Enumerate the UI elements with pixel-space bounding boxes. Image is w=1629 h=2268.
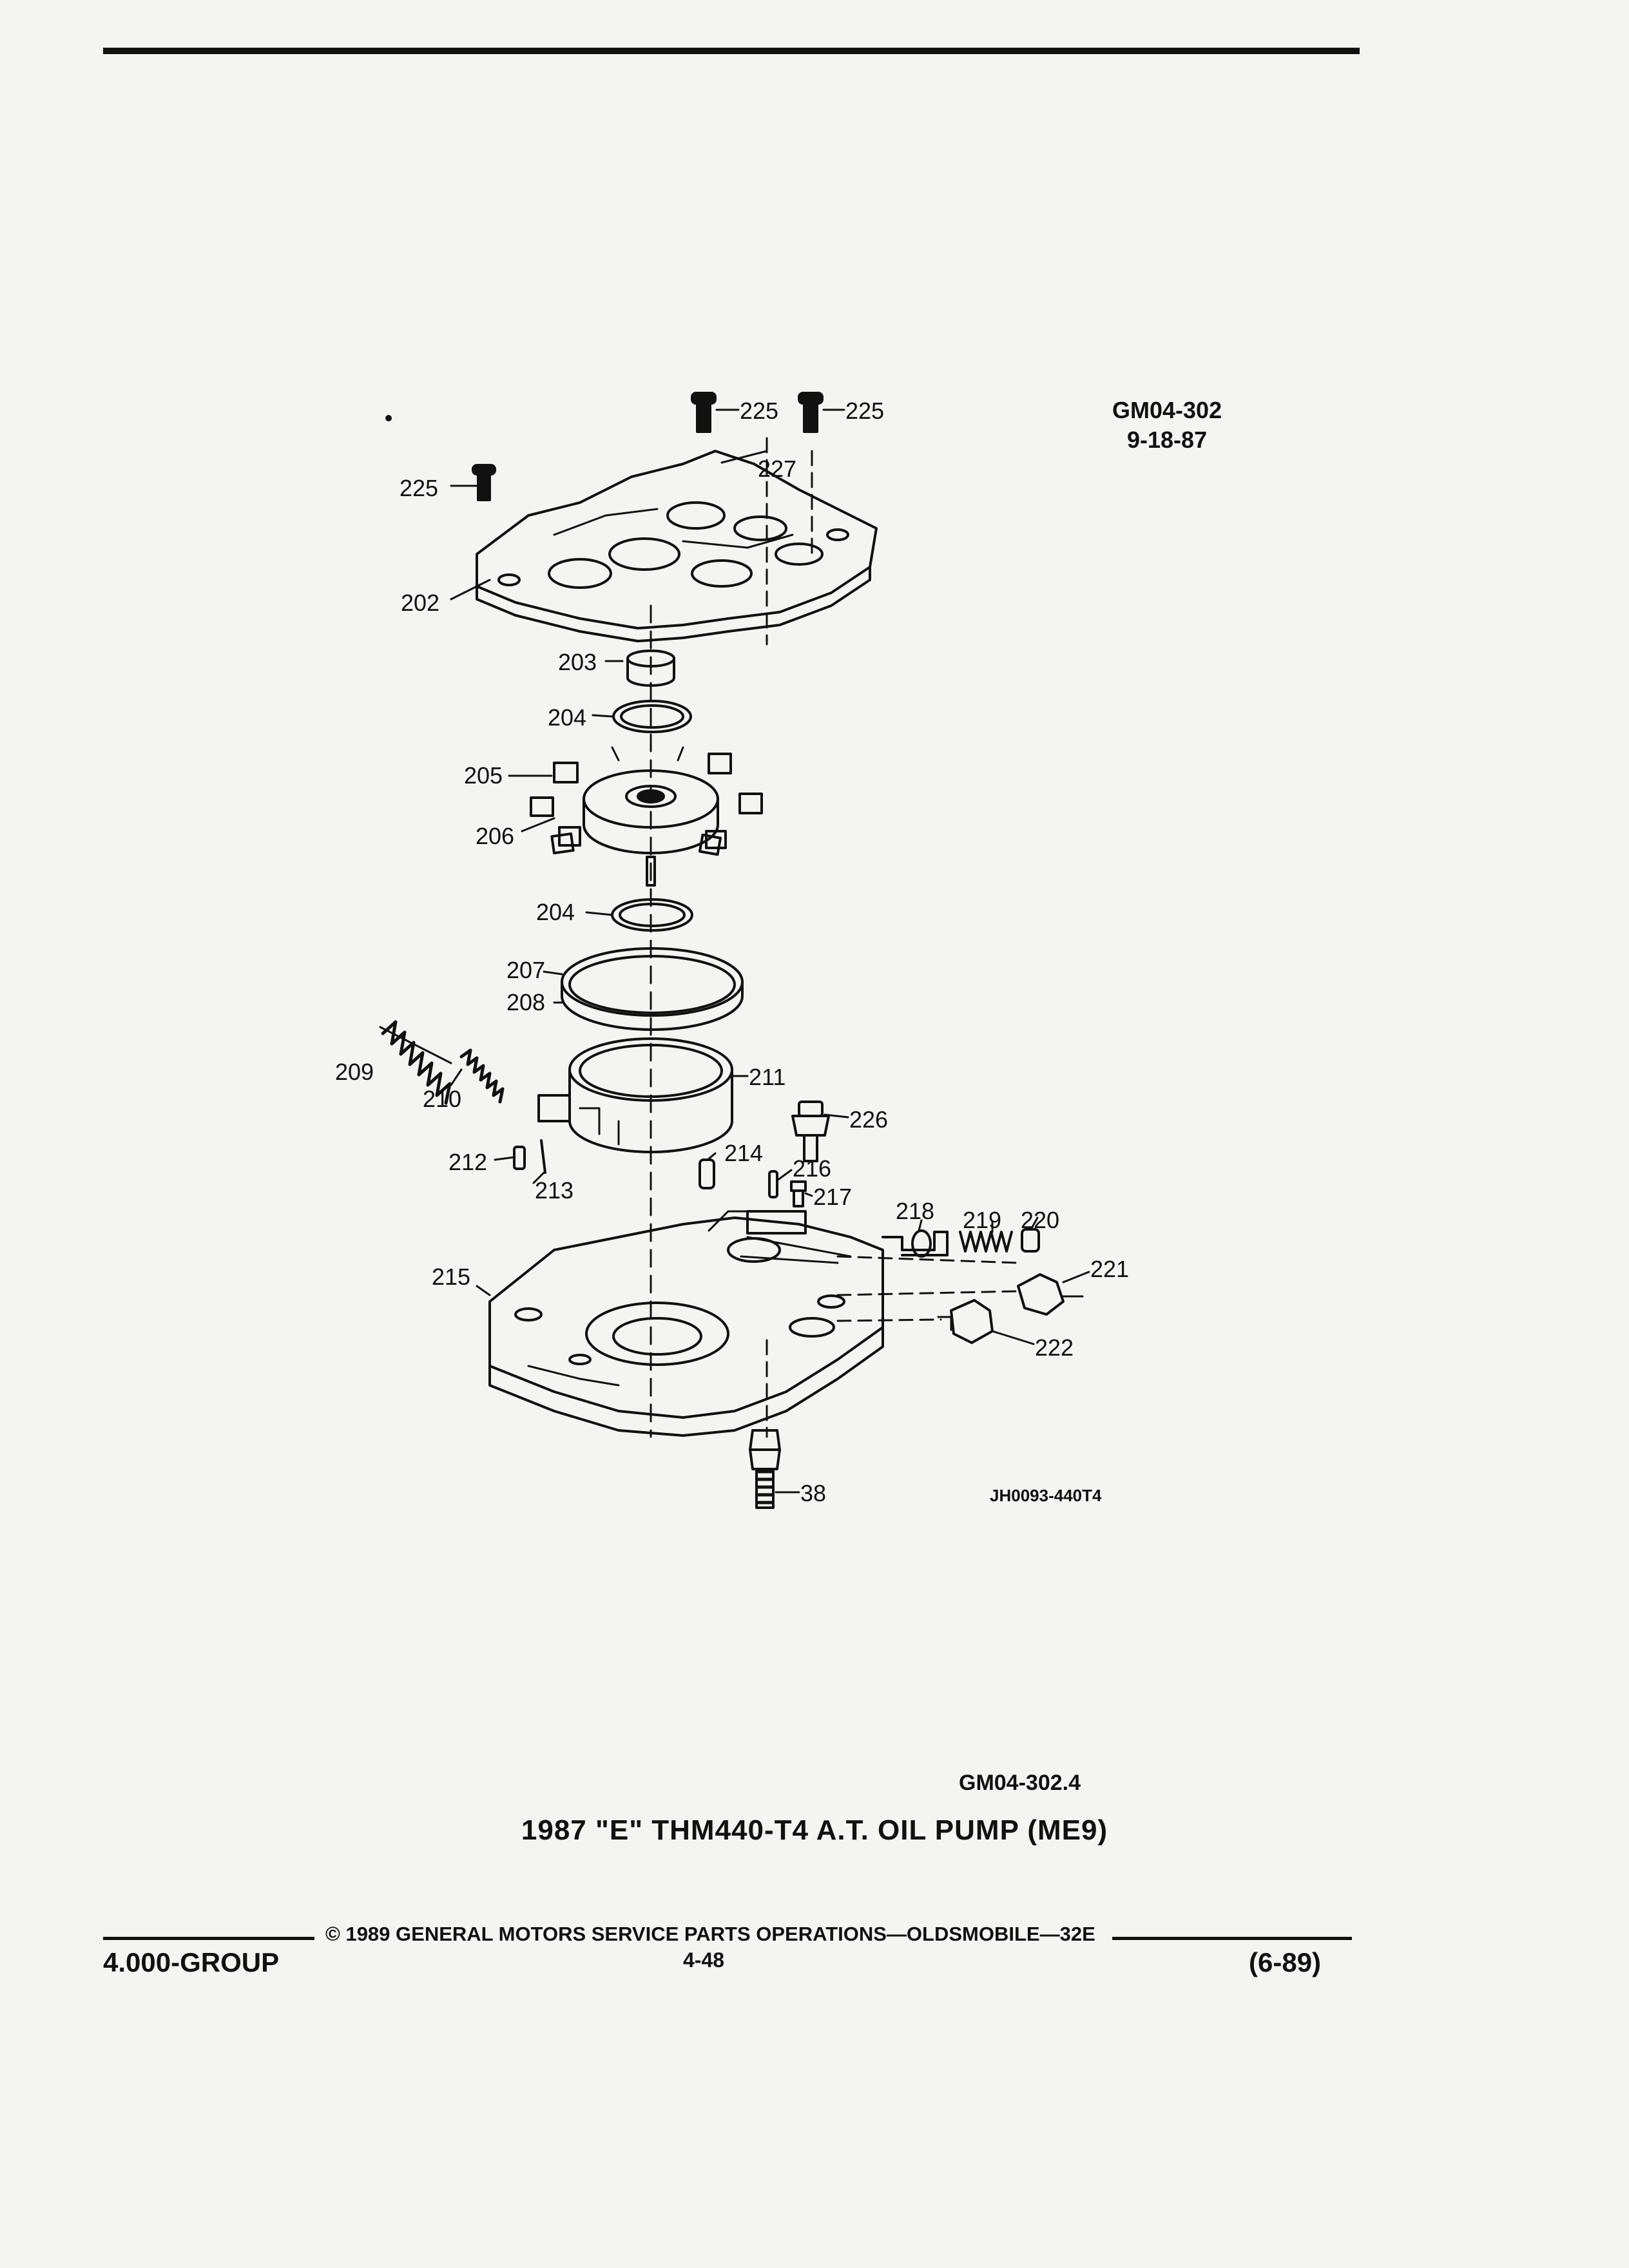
- label-225-a: 225: [740, 398, 778, 424]
- reference-date: 9-18-87: [1127, 427, 1208, 453]
- header-rule: [103, 48, 1360, 54]
- diagram-image-code: JH0093-440T4: [990, 1486, 1102, 1505]
- spring-210: [459, 1048, 505, 1104]
- label-204-a: 204: [548, 704, 586, 731]
- label-219: 219: [963, 1207, 1001, 1233]
- label-205: 205: [464, 762, 503, 789]
- label-214: 214: [724, 1140, 763, 1166]
- reference-block: GM04-302 9-18-87: [1112, 396, 1222, 455]
- label-225-b: 225: [845, 398, 884, 424]
- label-203: 203: [558, 649, 597, 675]
- label-215: 215: [432, 1264, 470, 1290]
- footer-copyright: © 1989 GENERAL MOTORS SERVICE PARTS OPER…: [325, 1923, 1095, 1945]
- label-213: 213: [535, 1177, 574, 1204]
- footer-group: 4.000-GROUP: [103, 1947, 280, 1977]
- label-211: 211: [749, 1064, 786, 1090]
- label-212: 212: [448, 1149, 487, 1175]
- label-208: 208: [506, 989, 545, 1015]
- label-202: 202: [401, 590, 439, 616]
- label-225-c: 225: [400, 475, 438, 501]
- label-227: 227: [758, 456, 796, 482]
- page-title: 1987 "E" THM440-T4 A.T. OIL PUMP (ME9): [521, 1814, 1108, 1846]
- footer-page-number: 4-48: [683, 1948, 725, 1972]
- footer-date: (6-89): [1249, 1947, 1322, 1977]
- stray-dot: [385, 415, 392, 421]
- figure-code: GM04-302.4: [959, 1771, 1081, 1795]
- label-210: 210: [423, 1086, 461, 1112]
- footer-rule-right: [1112, 1937, 1352, 1940]
- bolt-225-a: [691, 392, 717, 433]
- spring-209: [379, 1020, 452, 1105]
- reference-code: GM04-302: [1112, 397, 1222, 423]
- label-206: 206: [476, 823, 514, 849]
- label-218: 218: [896, 1198, 934, 1224]
- bolt-225-b: [798, 392, 824, 433]
- label-221: 221: [1090, 1256, 1129, 1282]
- label-204-b: 204: [536, 899, 575, 925]
- label-222: 222: [1035, 1334, 1074, 1361]
- label-209: 209: [335, 1059, 374, 1085]
- label-220: 220: [1021, 1207, 1059, 1233]
- bolt-225-c: [472, 464, 496, 501]
- label-207: 207: [506, 957, 545, 983]
- label-216: 216: [793, 1155, 831, 1182]
- footer-rule-left: [103, 1937, 314, 1940]
- label-226: 226: [849, 1106, 888, 1133]
- label-38: 38: [800, 1480, 826, 1506]
- label-217: 217: [813, 1184, 852, 1210]
